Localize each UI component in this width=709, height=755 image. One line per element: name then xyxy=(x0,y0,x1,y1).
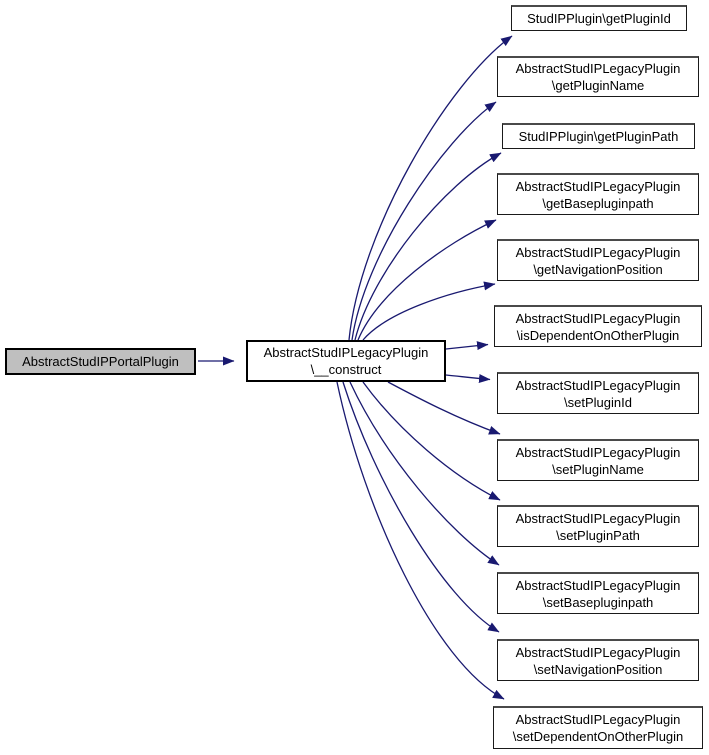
edge-construct-to-getPluginId xyxy=(348,35,513,341)
edge-construct-to-getPluginName xyxy=(351,101,497,341)
edge-construct-to-isDependentOnOtherPlugin xyxy=(445,341,489,351)
node-label-line2: \setPluginName xyxy=(552,461,644,477)
node-label-line2: \setPluginPath xyxy=(556,527,640,543)
node-label-line2: \setNavigationPosition xyxy=(533,661,663,677)
node-label-line2: \setPluginId xyxy=(564,394,632,410)
node-label-line2: \isDependentOnOtherPlugin xyxy=(516,327,680,343)
node-getpluginid[interactable]: StudIPPlugin\getPluginId xyxy=(511,5,687,31)
node-isdependentonotherplugin[interactable]: AbstractStudIPLegacyPlugin \isDependentO… xyxy=(494,305,702,347)
node-label-line1: AbstractStudIPLegacyPlugin xyxy=(515,510,681,526)
edge-construct-to-setDependentOnOtherPlugin xyxy=(336,381,505,700)
node-getbasepluginpath[interactable]: AbstractStudIPLegacyPlugin \getBaseplugi… xyxy=(497,173,699,215)
node-label: AbstractStudIPPortalPlugin xyxy=(22,354,179,369)
node-label-line1: AbstractStudIPLegacyPlugin xyxy=(515,712,681,727)
node-label-line2: \getBasepluginpath xyxy=(542,195,654,211)
edge-construct-to-setNavigationPosition xyxy=(342,381,500,633)
edge-construct-to-setPluginId xyxy=(445,374,491,384)
node-label-line1: AbstractStudIPLegacyPlugin xyxy=(263,345,429,360)
node-label-line2: \setDependentOnOtherPlugin xyxy=(512,729,684,744)
node-label-line1: AbstractStudIPLegacyPlugin xyxy=(515,444,681,460)
edge-construct-to-setPluginPath xyxy=(362,381,501,501)
edge-construct-to-setBasepluginpath xyxy=(349,381,500,566)
node-setbasepluginpath[interactable]: AbstractStudIPLegacyPlugin \setBaseplugi… xyxy=(497,572,699,614)
node-abstractstudipportalplugin[interactable]: AbstractStudIPPortalPlugin xyxy=(5,348,196,375)
node-construct[interactable]: AbstractStudIPLegacyPlugin \__construct xyxy=(246,340,446,382)
node-label-line1: AbstractStudIPLegacyPlugin xyxy=(515,577,681,593)
node-label-line1: StudIPPlugin\getPluginPath xyxy=(518,129,679,144)
node-label-line2: \__construct xyxy=(310,362,382,377)
node-setpluginname[interactable]: AbstractStudIPLegacyPlugin \setPluginNam… xyxy=(497,439,699,481)
node-label-line1: AbstractStudIPLegacyPlugin xyxy=(515,644,681,660)
edge-construct-to-getPluginPath xyxy=(354,152,502,341)
node-label-line1: AbstractStudIPLegacyPlugin xyxy=(515,377,681,393)
node-getpluginname[interactable]: AbstractStudIPLegacyPlugin \getPluginNam… xyxy=(497,56,699,97)
edge-construct-to-getNavigationPosition xyxy=(362,281,496,341)
edge-construct-to-setPluginName xyxy=(387,381,501,435)
node-setpluginpath[interactable]: AbstractStudIPLegacyPlugin \setPluginPat… xyxy=(497,505,699,547)
node-label-line1: AbstractStudIPLegacyPlugin xyxy=(515,310,681,326)
node-label-line1: AbstractStudIPLegacyPlugin xyxy=(515,61,681,76)
node-label-line1: AbstractStudIPLegacyPlugin xyxy=(515,244,681,260)
node-setnavigationposition[interactable]: AbstractStudIPLegacyPlugin \setNavigatio… xyxy=(497,639,699,681)
node-label-line2: \getPluginName xyxy=(551,78,645,93)
node-getnavigationposition[interactable]: AbstractStudIPLegacyPlugin \getNavigatio… xyxy=(497,239,699,281)
node-label-line1: AbstractStudIPLegacyPlugin xyxy=(515,178,681,194)
node-getpluginpath[interactable]: StudIPPlugin\getPluginPath xyxy=(502,123,695,149)
node-label-line1: StudIPPlugin\getPluginId xyxy=(527,11,671,26)
edge-construct-to-getBasepluginpath xyxy=(357,219,497,341)
node-label-line2: \getNavigationPosition xyxy=(533,261,663,277)
node-label-line2: \setBasepluginpath xyxy=(542,594,654,610)
node-setdependentonotherplugin[interactable]: AbstractStudIPLegacyPlugin \setDependent… xyxy=(493,706,703,749)
node-setpluginid[interactable]: AbstractStudIPLegacyPlugin \setPluginId xyxy=(497,372,699,414)
